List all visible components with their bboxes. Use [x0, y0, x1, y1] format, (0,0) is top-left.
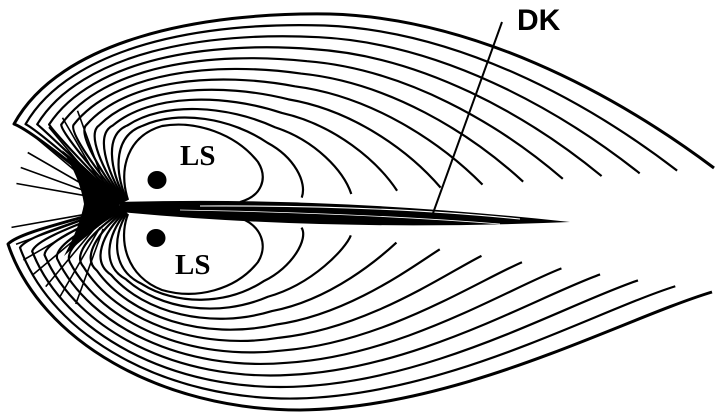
growth-line — [93, 88, 442, 203]
growth-line — [102, 98, 399, 202]
growth-line — [99, 210, 398, 320]
growth-line — [72, 67, 524, 204]
label-ls-lower: LS — [175, 249, 211, 281]
growth-line — [89, 209, 441, 331]
muscle-scar-upper — [147, 171, 167, 189]
radial-rib — [20, 166, 92, 194]
radial-rib — [15, 216, 92, 245]
radial-rib — [61, 117, 101, 184]
radial-rib — [45, 224, 98, 288]
hinge-light-streak — [199, 205, 521, 220]
growth-line — [67, 208, 523, 354]
label-ls-upper: LS — [180, 140, 216, 172]
upper-valve-growth-lines — [12, 12, 715, 206]
dk-pointer-line — [431, 21, 503, 217]
label-dk: DK — [517, 4, 561, 37]
radial-rib — [16, 182, 91, 198]
growth-line — [110, 107, 353, 202]
radial-rib — [76, 110, 104, 182]
growth-line — [36, 35, 641, 205]
growth-line — [115, 212, 305, 301]
growth-line — [43, 206, 601, 377]
muscle-scar-lower — [146, 229, 166, 247]
growth-line — [117, 116, 305, 201]
growth-line — [6, 204, 713, 412]
umbo-dense-region — [62, 150, 120, 256]
growth-line — [123, 123, 264, 204]
growth-line — [56, 207, 562, 365]
growth-line — [12, 12, 715, 206]
growth-line — [79, 208, 482, 342]
growth-line — [108, 211, 352, 310]
growth-line — [31, 206, 639, 389]
growth-line — [60, 57, 564, 204]
growth-line — [47, 46, 603, 204]
growth-line — [83, 78, 484, 203]
growth-line — [122, 213, 264, 295]
hinge-ligament-wedge — [120, 200, 570, 226]
radial-rib — [11, 212, 91, 229]
growth-line — [24, 24, 678, 205]
hinge-light-streak-2 — [179, 209, 501, 225]
radial-rib — [59, 226, 101, 298]
lower-valve-growth-lines — [6, 204, 713, 412]
radial-rib — [75, 228, 104, 305]
